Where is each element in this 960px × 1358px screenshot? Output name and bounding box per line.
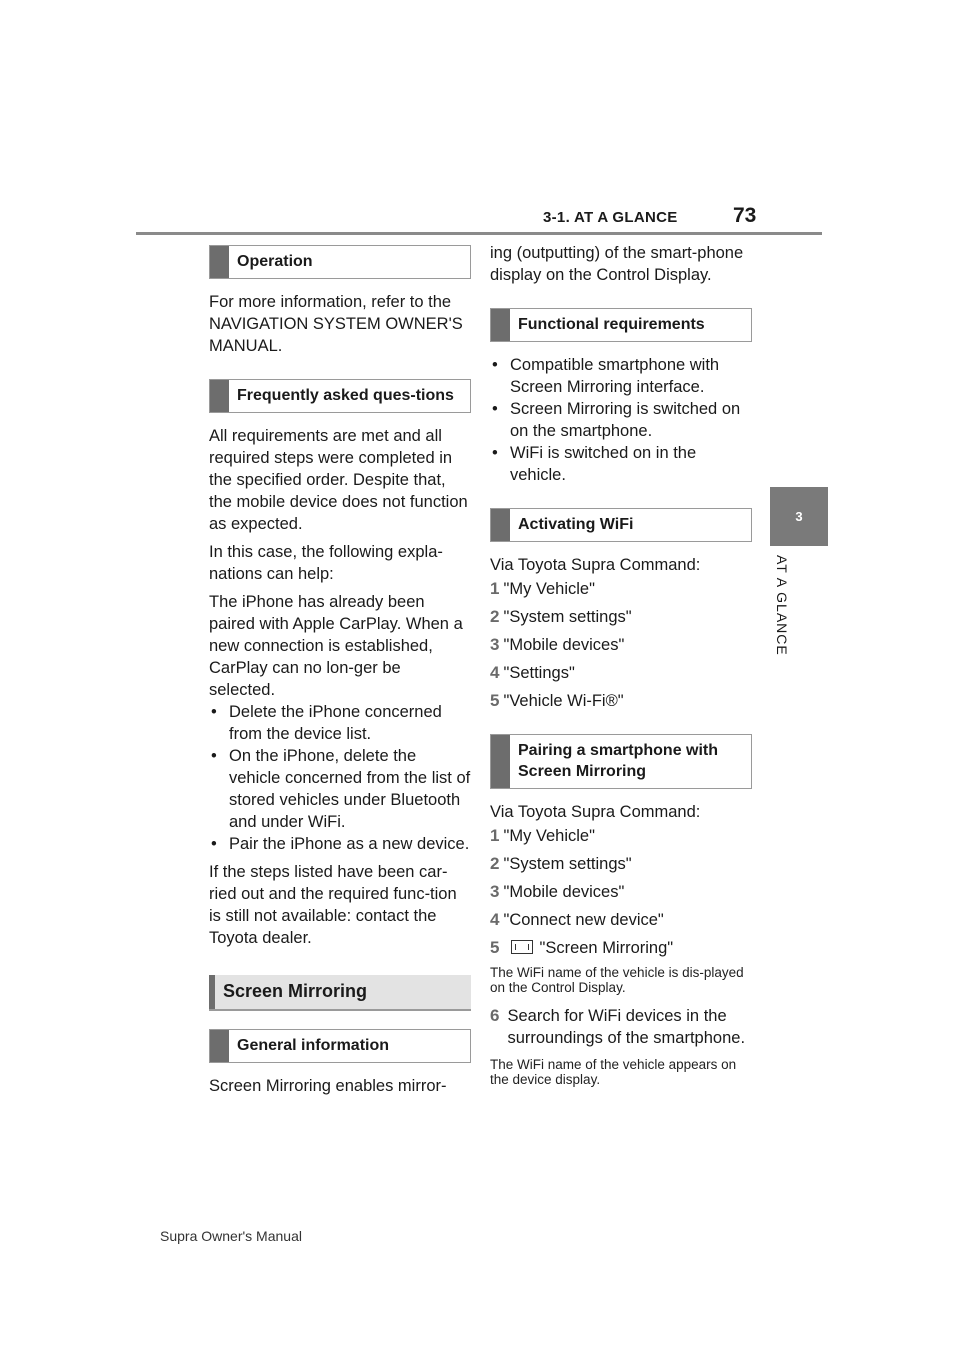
list-item: Pair the iPhone as a new device.	[209, 833, 471, 855]
list-item: 2"System settings"	[490, 854, 632, 873]
note-wifi-name-device-display: The WiFi name of the vehicle appears on …	[490, 1057, 737, 1087]
wifi-steps: 1"My Vehicle" 2"System settings" 3"Mobil…	[490, 578, 752, 712]
faq-paragraph-1: All requirements are met and all require…	[209, 427, 468, 533]
list-item: 1"My Vehicle"	[490, 579, 595, 598]
faq-bullet-list: Delete the iPhone concerned from the dev…	[209, 701, 471, 855]
header-section-title: 3-1. AT A GLANCE	[543, 209, 678, 226]
list-item: 4"Settings"	[490, 663, 575, 682]
heading-operation: Operation	[209, 245, 471, 279]
list-item: 2"System settings"	[490, 607, 632, 626]
heading-pairing-smartphone: Pairing a smartphone with Screen Mirrori…	[490, 734, 752, 789]
heading-general-information: General information	[209, 1029, 471, 1063]
faq-paragraph-4: If the steps listed have been car-ried o…	[209, 863, 457, 947]
list-item: WiFi is switched on in the vehicle.	[490, 442, 752, 486]
chapter-side-label: AT A GLANCE	[774, 555, 790, 656]
list-item: 3"Mobile devices"	[490, 635, 625, 654]
right-column: ing (outputting) of the smart-phone disp…	[490, 242, 752, 1097]
footer-manual-title: Supra Owner's Manual	[160, 1228, 302, 1244]
general-text-continued: ing (outputting) of the smart-phone disp…	[490, 244, 744, 284]
list-item: 3"Mobile devices"	[490, 882, 625, 901]
faq-paragraph-2: In this case, the following expla-nation…	[209, 543, 443, 583]
general-text-start: Screen Mirroring enables mirror-	[209, 1077, 447, 1095]
wifi-intro: Via Toyota Supra Command:	[490, 556, 701, 574]
list-item: Screen Mirroring is switched on on the s…	[490, 398, 752, 442]
heading-functional-requirements: Functional requirements	[490, 308, 752, 342]
list-item: On the iPhone, delete the vehicle concer…	[209, 745, 471, 833]
requirements-list: Compatible smartphone with Screen Mirror…	[490, 354, 752, 486]
heading-activating-wifi: Activating WiFi	[490, 508, 752, 542]
pair-steps: 1"My Vehicle" 2"System settings" 3"Mobil…	[490, 825, 752, 959]
list-item: 1"My Vehicle"	[490, 826, 595, 845]
chapter-tab: 3	[770, 487, 828, 546]
header-rule	[136, 232, 822, 235]
operation-text: For more information, refer to the NAVIG…	[209, 293, 463, 355]
heading-faq: Frequently asked ques-tions	[209, 379, 471, 413]
list-item: 4"Connect new device"	[490, 910, 664, 929]
screen-mirroring-icon	[511, 940, 534, 954]
list-item: Compatible smartphone with Screen Mirror…	[490, 354, 752, 398]
step-6: 6 Search for WiFi devices in the surroun…	[490, 1006, 746, 1047]
heading-screen-mirroring: Screen Mirroring	[209, 975, 471, 1011]
left-column: Operation For more information, refer to…	[209, 245, 471, 1103]
faq-paragraph-3: The iPhone has already been paired with …	[209, 593, 463, 699]
note-wifi-name-control-display: The WiFi name of the vehicle is dis-play…	[490, 965, 744, 995]
list-item: 5"Screen Mirroring"	[490, 938, 674, 957]
pair-intro: Via Toyota Supra Command:	[490, 803, 701, 821]
page-number: 73	[733, 204, 757, 227]
list-item: 5"Vehicle Wi-Fi®"	[490, 691, 624, 710]
list-item: Delete the iPhone concerned from the dev…	[209, 701, 471, 745]
